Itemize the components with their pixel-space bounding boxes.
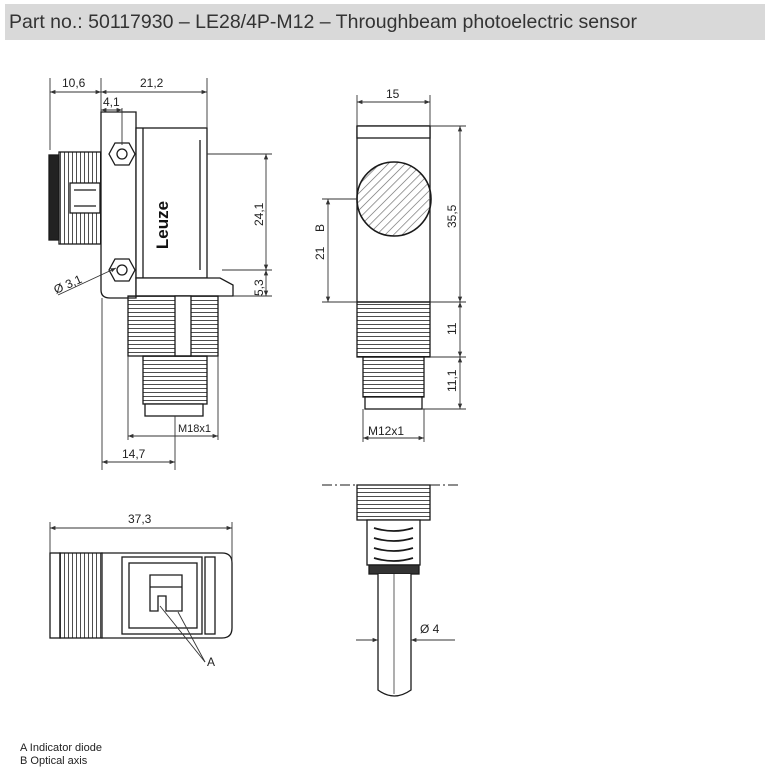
axis-mark-b: B: [313, 224, 327, 232]
dim-24-1: 24,1: [252, 202, 266, 226]
page-title: Part no.: 50117930 – LE28/4P-M12 – Throu…: [9, 10, 638, 33]
dim-10-6: 10,6: [62, 76, 86, 90]
dim-5-3: 5,3: [252, 279, 266, 296]
legend-item-b: B Optical axis: [20, 755, 88, 767]
dim-4-1: 4,1: [103, 95, 120, 109]
dim-11-1: 11,1: [445, 369, 459, 392]
cable-view: [322, 484, 460, 697]
dim-14-7: 14,7: [122, 447, 146, 461]
dim-11: 11: [445, 322, 459, 335]
dim-35-5: 35,5: [445, 204, 459, 228]
dim-37-3: 37,3: [128, 512, 152, 526]
legend: A Indicator diode B Optical axis: [20, 742, 102, 768]
side-view-dimension-labels: 15 35,5 21 B 11 11,1 M12x1: [313, 87, 459, 438]
side-view: [356, 125, 432, 410]
dim-m18: M18x1: [178, 423, 211, 435]
brand-label: Leuze: [153, 201, 172, 249]
title-bar: Part no.: 50117930 – LE28/4P-M12 – Throu…: [5, 4, 765, 40]
dim-m12: M12x1: [368, 424, 404, 438]
dim-21: 21: [313, 246, 327, 260]
front-view: [48, 111, 234, 417]
top-view-dimension-labels: 37,3 A: [128, 512, 215, 669]
front-view-dimensions: [49, 78, 272, 470]
side-view-dimensions: [322, 95, 466, 442]
dim-hole: Ø 3,1: [52, 272, 85, 297]
dim-15: 15: [386, 87, 400, 101]
dim-21-2: 21,2: [140, 76, 164, 90]
legend-item-a: A Indicator diode: [20, 742, 102, 754]
top-view-dimensions: [49, 522, 233, 663]
dim-cable: Ø 4: [420, 622, 440, 636]
diode-mark-a: A: [207, 655, 215, 669]
top-view: [49, 552, 233, 639]
